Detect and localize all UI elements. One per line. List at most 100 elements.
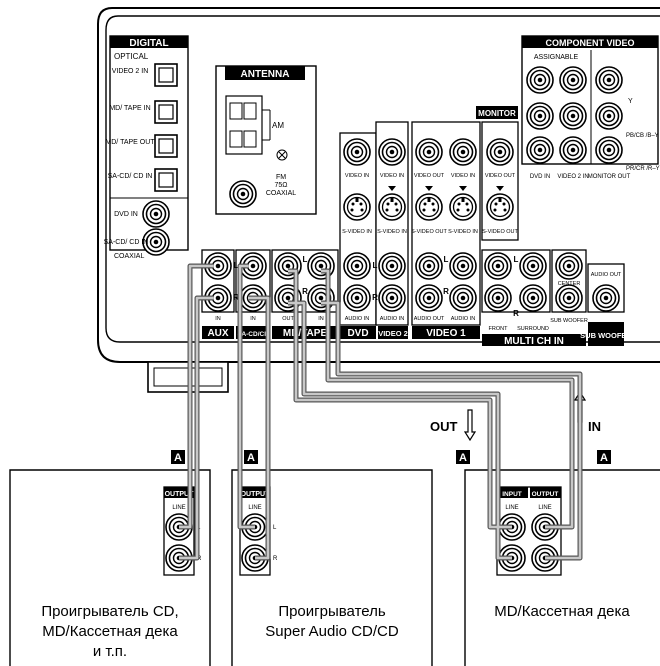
dvd-l-jack-icon[interactable] — [343, 252, 371, 280]
component-jack-icon[interactable] — [595, 102, 623, 130]
center-label: CENTER — [558, 281, 581, 287]
optical-jack-icon[interactable] — [154, 63, 178, 87]
center-jack-icon[interactable] — [555, 252, 583, 280]
s-video-jack-icon[interactable] — [486, 193, 514, 221]
component-jack-icon[interactable] — [595, 66, 623, 94]
optical-jack-icon[interactable] — [154, 168, 178, 192]
surround-l-jack-icon[interactable] — [519, 252, 547, 280]
audio-jack-row: L R L R L R L R L R IN IN OUT IN AUDIO I… — [201, 249, 625, 332]
output-label: OUTPUT — [532, 491, 559, 498]
coaxial-jack-icon[interactable] — [142, 200, 170, 228]
sacd-in-label: IN — [250, 316, 256, 322]
section-label-multi-ch-in: MULTI CH IN — [504, 336, 564, 347]
audio-label: AUDIO IN — [380, 316, 404, 322]
monitor-label: MONITOR — [478, 109, 516, 118]
video1-in-r-jack-icon[interactable] — [449, 284, 477, 312]
section-label-video2: VIDEO 2 — [378, 329, 408, 338]
cable-marker-a: A — [600, 452, 608, 464]
device-3-caption: MD/Кассетная дека — [467, 602, 657, 622]
front-r-jack-icon[interactable] — [484, 284, 512, 312]
subwoofer-in-jack-icon[interactable] — [555, 284, 583, 312]
line-label: LINE — [172, 505, 185, 511]
md-out-label: OUT — [282, 316, 294, 322]
sub-woofer-label: SUB WOOFER — [550, 318, 588, 324]
fm-antenna-jack-icon[interactable] — [229, 180, 257, 208]
subwoofer-out-jack-icon[interactable] — [592, 284, 620, 312]
component-jack-icon[interactable] — [526, 136, 554, 164]
output-label: OUTPUT — [241, 491, 271, 498]
surround-r-jack-icon[interactable] — [519, 284, 547, 312]
front-l-jack-icon[interactable] — [484, 252, 512, 280]
channel-l-label: L — [444, 255, 449, 264]
section-label-dvd: DVD — [347, 328, 368, 339]
audio-label: AUDIO OUT — [414, 316, 445, 322]
video-jack-icon[interactable] — [378, 138, 406, 166]
md-in-label: IN — [318, 316, 324, 322]
input-label: INPUT — [502, 491, 522, 498]
s-video-jack-icon[interactable] — [415, 193, 443, 221]
cable-marker-a: A — [247, 452, 255, 464]
device-2-caption-line: Проигрыватель — [278, 603, 386, 620]
optical-port-label: SA-CD/ CD IN — [108, 173, 153, 180]
video1-out-l-jack-icon[interactable] — [415, 252, 443, 280]
component-col-labels: DVD IN VIDEO 2 IN MONITOR OUT — [530, 174, 631, 180]
optical-jack-icon[interactable] — [154, 134, 178, 158]
am-label: AM — [272, 121, 284, 130]
video-jack-label: VIDEO OUT — [485, 173, 516, 179]
channel-l-label: L — [514, 255, 519, 264]
cable-markers: A A A A — [171, 450, 611, 464]
component-jack-icon[interactable] — [595, 136, 623, 164]
channel-r-label: R — [372, 293, 378, 302]
channel-r-label: R — [443, 287, 449, 296]
s-video-jack-icon[interactable] — [449, 193, 477, 221]
s-video-jack-icon[interactable] — [378, 193, 406, 221]
component-jack-icon[interactable] — [526, 102, 554, 130]
video-jack-icon[interactable] — [449, 138, 477, 166]
fm-label: FM — [276, 174, 286, 181]
s-video-jack-icon[interactable] — [343, 193, 371, 221]
optical-port-label: MD/ TAPE OUT — [105, 139, 155, 146]
s-video-label: S-VIDEO IN — [342, 229, 372, 235]
device-2-caption: Проигрыватель Super Audio CD/CD — [234, 602, 430, 642]
component-jack-icon[interactable] — [559, 66, 587, 94]
video2-l-jack-icon[interactable] — [378, 252, 406, 280]
audio-cables — [179, 263, 583, 561]
section-label-sub-woofer: SUB WOOFER — [580, 331, 632, 340]
device-2-caption-line: Super Audio CD/CD — [265, 623, 399, 640]
s-video-label: S-VIDEO OUT — [482, 229, 518, 235]
s-video-label: S-VIDEO OUT — [411, 229, 447, 235]
line-label: LINE — [505, 505, 518, 511]
device-3-jack-panel: INPUT OUTPUT LINE LINE L R — [496, 486, 569, 576]
video-jack-icon[interactable] — [486, 138, 514, 166]
antenna-title: ANTENNA — [241, 69, 290, 80]
video1-in-l-jack-icon[interactable] — [449, 252, 477, 280]
video1-out-r-jack-icon[interactable] — [415, 284, 443, 312]
video2-r-jack-icon[interactable] — [378, 284, 406, 312]
dvd-r-jack-icon[interactable] — [343, 284, 371, 312]
channel-l-label: L — [273, 525, 277, 531]
aux-in-label: IN — [215, 316, 221, 322]
cable-marker-a: A — [174, 452, 182, 464]
video-jack-icon[interactable] — [343, 138, 371, 166]
component-jack-icon[interactable] — [526, 66, 554, 94]
optical-port-label: VIDEO 2 IN — [112, 68, 149, 75]
fm-impedance-label: 75Ω — [274, 182, 287, 189]
component-video-section: COMPONENT VIDEO ASSIGNABLE Y PB/CB /B–Y … — [521, 35, 660, 172]
video-jack-icon[interactable] — [415, 138, 443, 166]
line-label: LINE — [248, 505, 261, 511]
audio-label: AUDIO IN — [451, 316, 475, 322]
optical-label: OPTICAL — [114, 52, 149, 61]
signal-out-label: OUT — [430, 419, 458, 434]
down-arrow-icon — [463, 409, 477, 442]
coaxial-port-label: DVD IN — [114, 211, 138, 218]
antenna-section: ANTENNA AM FM 75Ω COAXIAL — [215, 65, 317, 215]
optical-jack-icon[interactable] — [154, 100, 178, 124]
component-jack-icon[interactable] — [559, 136, 587, 164]
assignable-label: ASSIGNABLE — [534, 54, 579, 61]
device-3-caption-line: MD/Кассетная дека — [494, 603, 630, 620]
component-jack-icon[interactable] — [559, 102, 587, 130]
video-jack-label: VIDEO IN — [380, 173, 404, 179]
output-label: OUTPUT — [165, 491, 195, 498]
channel-r-label: R — [233, 293, 239, 302]
